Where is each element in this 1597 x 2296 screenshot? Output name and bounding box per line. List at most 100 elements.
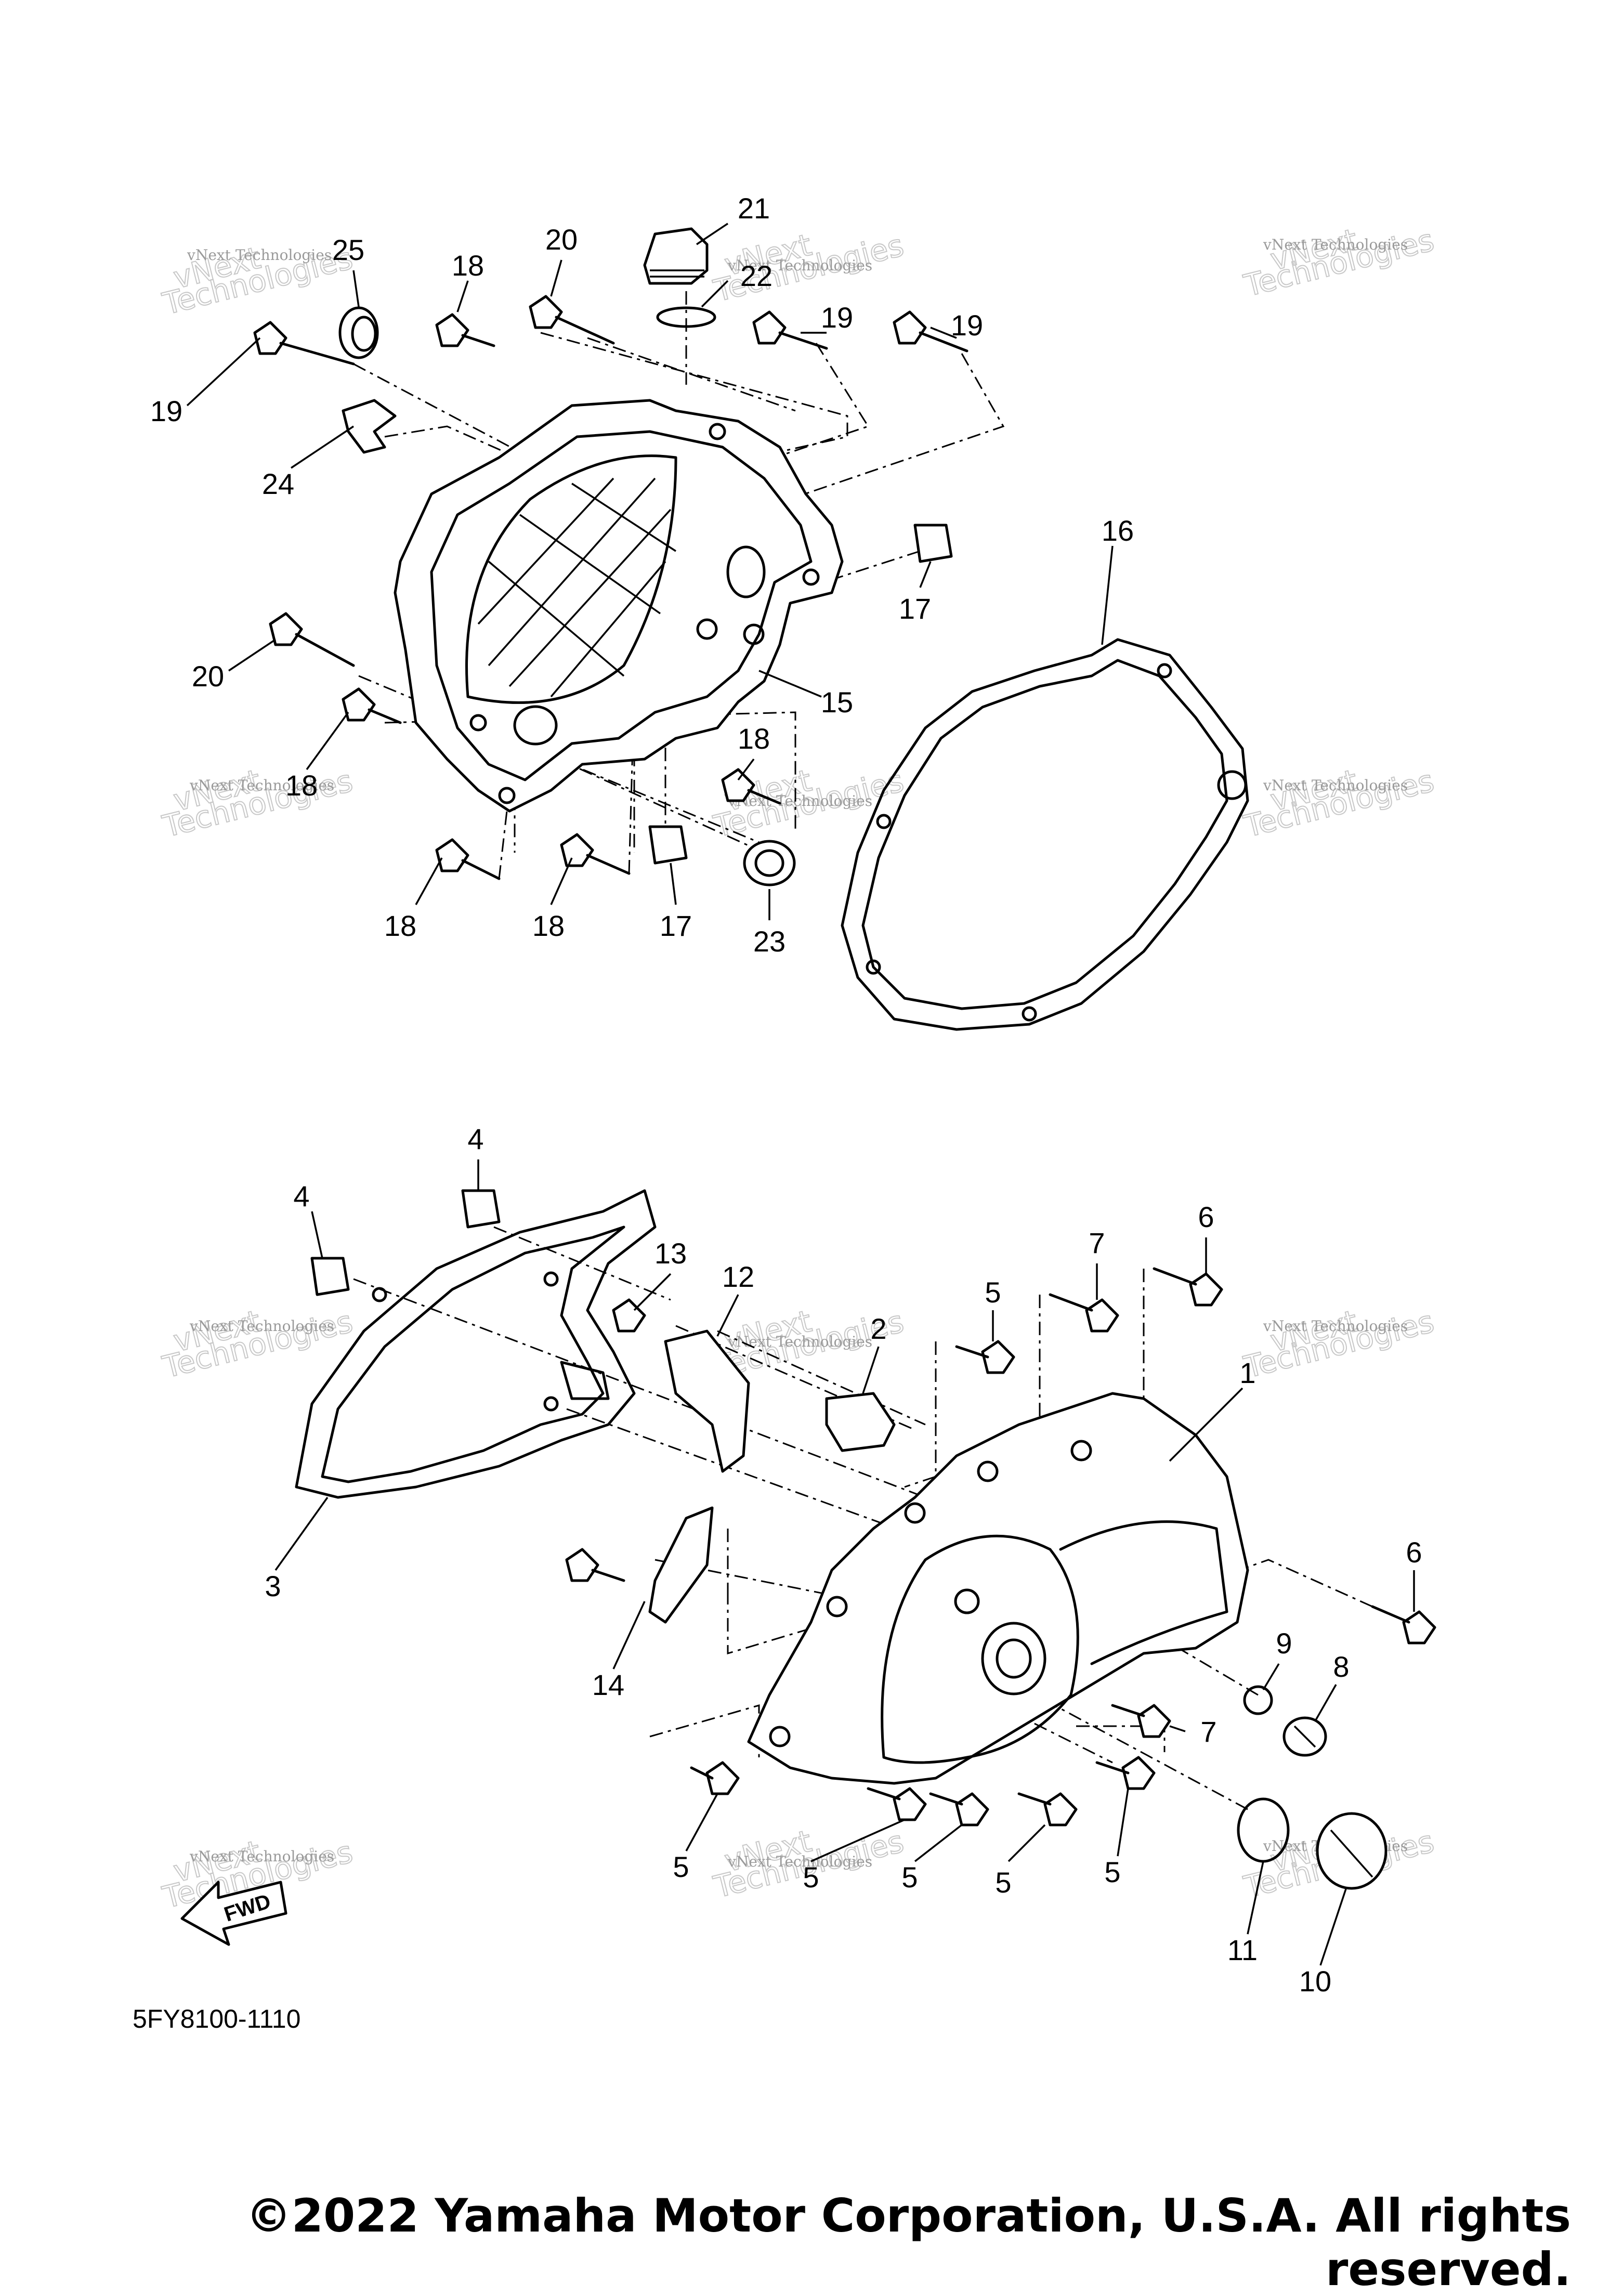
bolt-shank (1153, 1267, 1197, 1286)
grille-rib-6 (519, 514, 661, 615)
watermark-4: vNext Technologies vNext Technologies (159, 762, 357, 845)
watermark-text: vNext Technologies (189, 1848, 334, 1865)
alignment-line-12 (717, 1330, 926, 1426)
bolt-shank (1095, 1761, 1130, 1775)
callout-5-top: 5 (985, 1276, 1001, 1309)
bolt-hole (1070, 1440, 1092, 1462)
cover-fan-grille (465, 454, 677, 704)
callouts-lower: 4 4 13 12 2 5 7 6 1 3 6 9 8 14 7 5 5 5 5… (265, 1123, 1422, 1998)
plug-head (643, 227, 709, 285)
callout-18-bottom-left: 18 (384, 909, 416, 942)
callout-18-left: 18 (285, 769, 318, 802)
part-20-bolt-left (269, 612, 355, 667)
callout-7-top: 7 (1089, 1227, 1105, 1259)
bolt-shank (368, 708, 402, 724)
bolt-hole (802, 568, 820, 586)
bolt-shank (1111, 1704, 1145, 1717)
seal-outer (743, 840, 796, 886)
upper-small-parts (253, 227, 968, 886)
cover-outline (394, 399, 844, 813)
gasket-hole (876, 814, 892, 829)
cover-center-thread (996, 1638, 1032, 1679)
leader-12 (716, 1294, 739, 1337)
leader-18e (550, 857, 573, 905)
bolt-shank (867, 1787, 901, 1801)
alignment-line-4a (353, 1278, 926, 1498)
part-18-bolt-top (435, 313, 495, 347)
plug-slot (1330, 1829, 1373, 1878)
part-6-bolt-top (1153, 1267, 1223, 1307)
leader-14 (612, 1601, 646, 1669)
leader-17a (919, 561, 932, 588)
bolt-hole (769, 1726, 791, 1747)
callout-6-top: 6 (1198, 1201, 1214, 1233)
watermark-1: vNext Technologies vNext Technologies (159, 240, 357, 322)
callout-9: 9 (1276, 1627, 1292, 1660)
bolt-shank (591, 1569, 625, 1582)
callout-18-bottom-right: 18 (532, 909, 565, 942)
grille-rib-1 (488, 477, 656, 667)
bolt-shank (690, 1766, 714, 1780)
grille-rib-3 (477, 477, 614, 625)
leader-5f (1117, 1788, 1129, 1857)
bolt-head (435, 313, 469, 347)
bolt-head (565, 1548, 599, 1582)
alignment-line-6b (1091, 1559, 1373, 1623)
leader-lines (186, 223, 1415, 1966)
part-16-gasket (841, 638, 1249, 1031)
callout-13: 13 (654, 1237, 687, 1270)
watermark-6: vNext Technologies vNext Technologies (1240, 762, 1438, 845)
bolt-head (1121, 1756, 1156, 1790)
leader-21 (696, 223, 728, 245)
leader-18d (415, 857, 443, 905)
upper-crankcase-cover (394, 399, 844, 813)
leader-16 (1101, 545, 1114, 645)
leader-18b (306, 711, 349, 771)
callout-5-a: 5 (673, 1850, 689, 1883)
callout-7-lower: 7 (1200, 1715, 1216, 1748)
seal-inner (351, 316, 377, 352)
cover-bore-lower (513, 705, 558, 746)
bolt-shank (461, 859, 501, 880)
leader-13 (633, 1273, 672, 1311)
bolt-head (893, 310, 927, 345)
watermark-text: vNext Technologies (727, 792, 872, 810)
watermark-text: vNext Technologies (727, 1333, 872, 1350)
bolt-hole (469, 714, 487, 732)
bolt-shank (1371, 1605, 1410, 1624)
part-23-seal-lower (743, 840, 796, 886)
leader-20a (550, 259, 562, 297)
bolt-hole (498, 787, 516, 804)
bolt-head (269, 612, 303, 646)
leader-4b (311, 1211, 323, 1259)
bolt-head (253, 321, 287, 355)
callout-21: 21 (738, 192, 770, 225)
gasket-inner (321, 1225, 625, 1483)
bolt-head (529, 295, 563, 329)
part-19-bolt-left (253, 321, 355, 366)
leader-5c (810, 1819, 905, 1862)
part-5-bolt-top (955, 1340, 1015, 1374)
leader-24 (291, 425, 354, 469)
leader-18c (737, 758, 755, 781)
gasket-outer (841, 638, 1249, 1031)
bolt-head (560, 833, 594, 867)
bolt-head (342, 687, 376, 722)
part-14-bracket (648, 1506, 714, 1624)
bolt-shank (929, 1792, 963, 1806)
leader-17b (670, 863, 677, 905)
part-7-bolt-lower (1111, 1704, 1171, 1738)
callout-25: 25 (332, 233, 364, 266)
bolt-hole (826, 1596, 848, 1617)
callout-18-top: 18 (452, 249, 484, 282)
leader-5d (914, 1824, 963, 1862)
watermark-text: vNext Technologies (189, 777, 334, 794)
part-25-oil-seal (338, 306, 379, 359)
callout-17-upper: 17 (899, 592, 931, 625)
callout-20-top: 20 (545, 223, 578, 256)
part-22-o-ring (656, 306, 716, 328)
part-12-clamp (664, 1329, 750, 1473)
part-5-bolt-right (1095, 1756, 1156, 1790)
plug-slot (1293, 1725, 1316, 1748)
leader-9 (1262, 1663, 1280, 1690)
